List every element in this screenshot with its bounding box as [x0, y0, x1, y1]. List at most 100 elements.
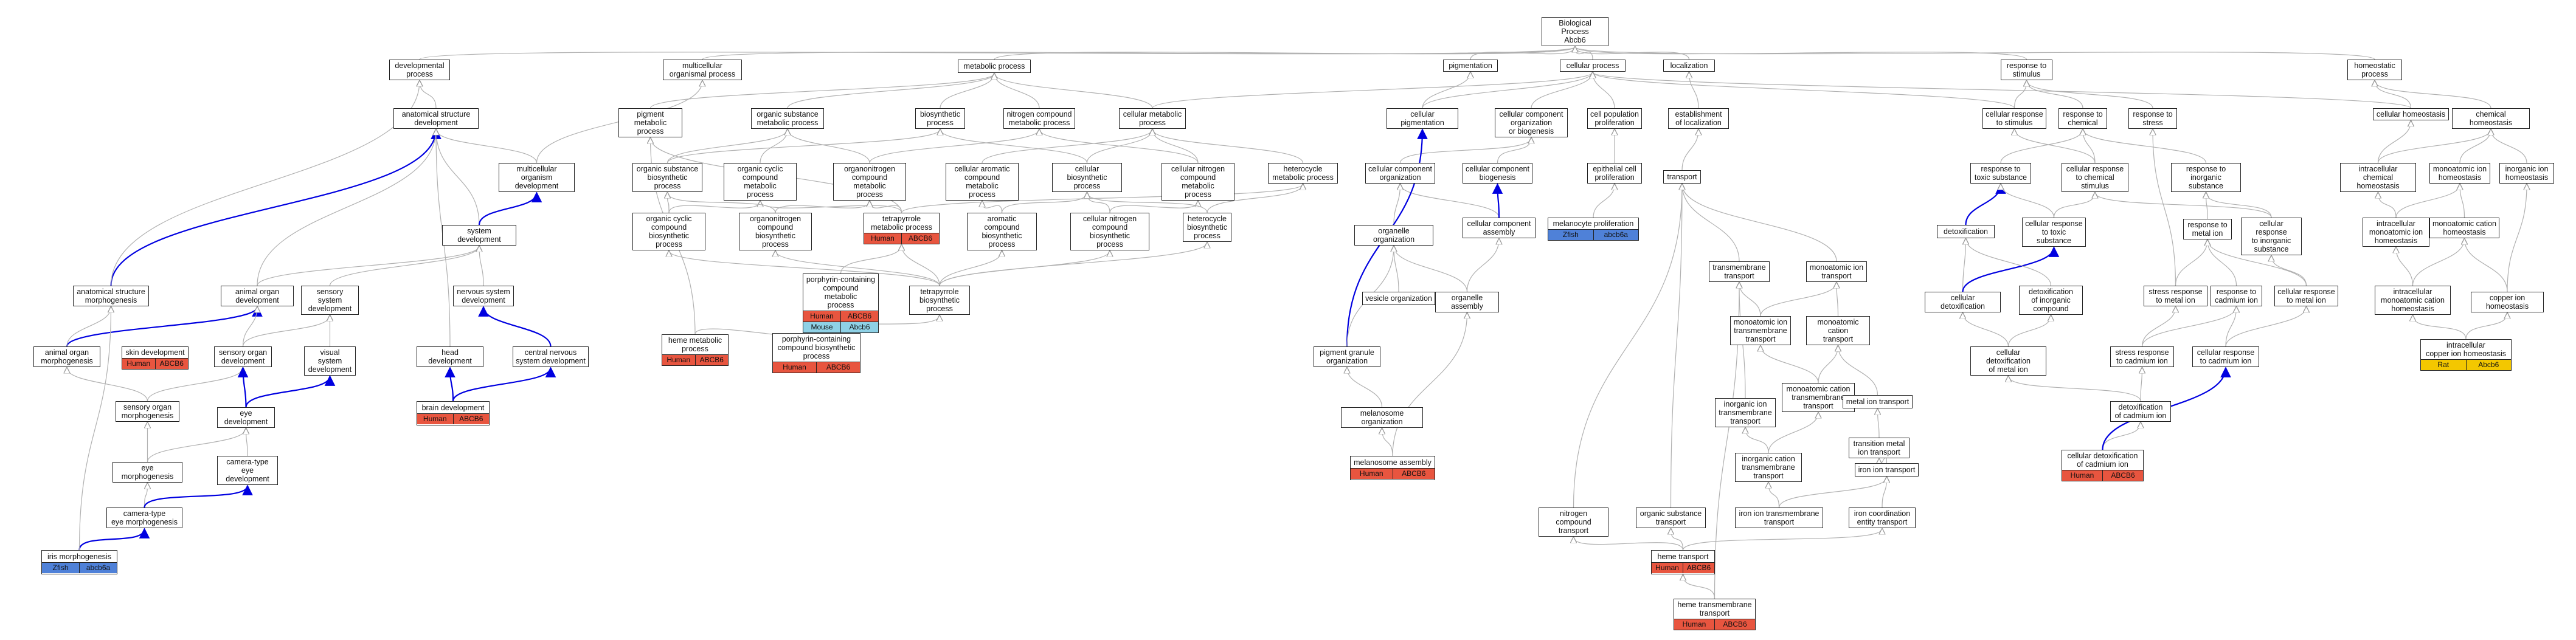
- go-term-chomeo[interactable]: cellular homeostasis: [2373, 108, 2449, 120]
- go-term-mcih[interactable]: monoatomic cation homeostasis: [2429, 218, 2499, 238]
- go-term-rtci[interactable]: response to cadmium ion: [2211, 286, 2262, 306]
- go-term-asm[interactable]: anatomical structure morphogenesis: [73, 286, 149, 306]
- go-term-cnsd[interactable]: central nervous system development: [513, 346, 589, 367]
- go-term-hd[interactable]: head development: [417, 346, 483, 367]
- go-term-som[interactable]: sensory organ morphogenesis: [116, 401, 179, 422]
- go-term-ocbp[interactable]: organonitrogen compound biosynthetic pro…: [739, 213, 812, 250]
- go-term-sysdev[interactable]: system development: [442, 225, 516, 246]
- go-term-mit2[interactable]: metal ion transport: [1843, 395, 1913, 408]
- go-term-ictt[interactable]: inorganic cation transmembrane transport: [1735, 453, 1802, 482]
- go-term-multi[interactable]: multicellular organismal process: [663, 60, 742, 80]
- go-term-imcih[interactable]: intracellular monoatomic cation homeosta…: [2375, 286, 2451, 315]
- go-term-ncomt[interactable]: nitrogen compound transport: [1539, 508, 1608, 537]
- go-term-pigm[interactable]: pigmentation: [1443, 60, 1498, 72]
- go-term-bp[interactable]: Biological Process Abcb6: [1542, 17, 1608, 46]
- go-term-rts[interactable]: response to stress: [2128, 108, 2177, 129]
- go-term-hmp[interactable]: heterocycle metabolic process: [1268, 163, 1338, 184]
- go-term-rtis[interactable]: response to inorganic substance: [2171, 163, 2241, 192]
- go-term-dci[interactable]: detoxification of cadmium ion: [2110, 401, 2171, 422]
- go-term-transport[interactable]: transport: [1663, 170, 1701, 184]
- go-term-cellp[interactable]: cellular process: [1560, 60, 1626, 72]
- go-term-cpig[interactable]: cellular pigmentation: [1387, 108, 1458, 129]
- go-term-srtci[interactable]: stress response to cadmium ion: [2110, 346, 2174, 367]
- go-term-cbp[interactable]: cellular biosynthetic process: [1052, 163, 1122, 192]
- go-term-nsd[interactable]: nervous system development: [453, 286, 514, 306]
- go-term-tmt[interactable]: transmembrane transport: [1709, 261, 1770, 282]
- go-term-ost[interactable]: organic substance transport: [1636, 508, 1706, 528]
- go-term-osbp[interactable]: organic substance biosynthetic process: [632, 163, 702, 192]
- go-term-resp[interactable]: response to stimulus: [2001, 60, 2052, 80]
- go-term-mitm[interactable]: monoatomic ion transmembrane transport: [1730, 316, 1791, 345]
- go-term-tmit[interactable]: transition metal ion transport: [1849, 438, 1909, 458]
- go-term-cca[interactable]: cellular component assembly: [1463, 218, 1536, 238]
- go-term-osmp[interactable]: organic substance metabolic process: [751, 108, 824, 129]
- go-term-cmp[interactable]: cellular metabolic process: [1119, 108, 1186, 129]
- go-term-rtts[interactable]: response to toxic substance: [1970, 163, 2031, 184]
- go-term-detox[interactable]: detoxification: [1937, 225, 1995, 238]
- go-term-rtc[interactable]: response to chemical: [2058, 108, 2107, 129]
- go-term-asd[interactable]: anatomical structure development: [393, 108, 479, 129]
- go-term-biosyn[interactable]: biosynthetic process: [915, 108, 965, 129]
- go-term-crs[interactable]: cellular response to stimulus: [1982, 108, 2046, 129]
- go-term-crtc[interactable]: cellular response to chemical stimulus: [2062, 163, 2128, 192]
- go-term-eol[interactable]: establishment of localization: [1668, 108, 1729, 129]
- go-term-occbp[interactable]: organic cyclic compound biosynthetic pro…: [632, 213, 705, 250]
- go-term-cih[interactable]: copper ion homeostasis: [2471, 292, 2544, 312]
- go-term-cco[interactable]: cellular component organization: [1365, 163, 1435, 184]
- go-term-ich[interactable]: intracellular chemical homeostasis: [2340, 163, 2416, 192]
- go-term-vsd[interactable]: visual system development: [304, 346, 356, 376]
- go-term-tbp[interactable]: tetrapyrrole biosynthetic process: [909, 286, 970, 315]
- go-term-srtmi[interactable]: stress response to metal ion: [2144, 286, 2207, 306]
- go-term-loc[interactable]: localization: [1663, 60, 1715, 72]
- go-term-aom[interactable]: animal organ morphogenesis: [33, 346, 100, 367]
- go-term-mih[interactable]: monoatomic ion homeostasis: [2429, 163, 2490, 184]
- go-term-pgo[interactable]: pigment granule organization: [1314, 346, 1380, 367]
- go-term-ecp[interactable]: epithelial cell proliferation: [1587, 163, 1642, 184]
- go-term-iitt[interactable]: inorganic ion transmembrane transport: [1715, 398, 1776, 427]
- go-term-imih[interactable]: intracellular monoatomic ion homeostasis: [2363, 218, 2429, 247]
- go-term-iit[interactable]: iron ion transport: [1855, 463, 1919, 477]
- go-term-cpp[interactable]: cell population proliferation: [1587, 108, 1642, 129]
- go-term-cncmp[interactable]: cellular nitrogen compound metabolic pro…: [1162, 163, 1234, 201]
- go-term-ccob[interactable]: cellular component organization or bioge…: [1495, 108, 1568, 137]
- go-term-occmp[interactable]: organic cyclic compound metabolic proces…: [724, 163, 797, 201]
- go-term-mod[interactable]: multicellular organism development: [499, 163, 575, 192]
- go-term-hbp[interactable]: heterocycle biosynthetic process: [1183, 213, 1231, 242]
- go-term-dic[interactable]: detoxification of inorganic compound: [2019, 286, 2083, 315]
- go-term-mit[interactable]: monoatomic ion transport: [1806, 261, 1867, 282]
- go-term-cdmi[interactable]: cellular detoxification of metal ion: [1970, 346, 2046, 376]
- go-term-pcmp[interactable]: porphyrin-containing compound metabolic …: [803, 274, 879, 333]
- go-term-cted[interactable]: camera-type eye development: [217, 456, 278, 485]
- go-term-crtis[interactable]: cellular response to inorganic substance: [2241, 218, 2302, 255]
- go-term-mct[interactable]: monoatomic cation transport: [1806, 316, 1870, 345]
- go-term-oa[interactable]: organelle assembly: [1435, 292, 1499, 312]
- go-term-sod[interactable]: sensory organ development: [214, 346, 272, 367]
- go-term-eyem[interactable]: eye morphogenesis: [113, 462, 182, 483]
- go-term-rtmi[interactable]: response to metal ion: [2183, 219, 2232, 239]
- go-term-cdetox[interactable]: cellular detoxification: [1925, 292, 2001, 312]
- go-term-metab[interactable]: metabolic process: [958, 60, 1031, 73]
- go-term-oo[interactable]: organelle organization: [1354, 225, 1433, 246]
- go-term-crtci[interactable]: cellular response to cadmium ion: [2192, 346, 2259, 367]
- go-term-ccb[interactable]: cellular component biogenesis: [1463, 163, 1532, 184]
- go-term-iitmt[interactable]: iron ion transmembrane transport: [1735, 508, 1823, 528]
- go-term-eyed[interactable]: eye development: [217, 407, 275, 428]
- go-term-crtmi[interactable]: cellular response to metal ion: [2274, 286, 2338, 306]
- go-term-ncmp[interactable]: nitrogen compound metabolic process: [1003, 108, 1075, 129]
- go-term-mo[interactable]: melanosome organization: [1341, 407, 1423, 428]
- go-term-pcbp[interactable]: porphyrin-containing compound biosynthet…: [772, 333, 860, 373]
- go-term-ctem[interactable]: camera-type eye morphogenesis: [106, 508, 182, 528]
- go-term-iih[interactable]: inorganic ion homeostasis: [2499, 163, 2554, 184]
- go-term-acbp[interactable]: aromatic compound biosynthetic process: [967, 213, 1037, 250]
